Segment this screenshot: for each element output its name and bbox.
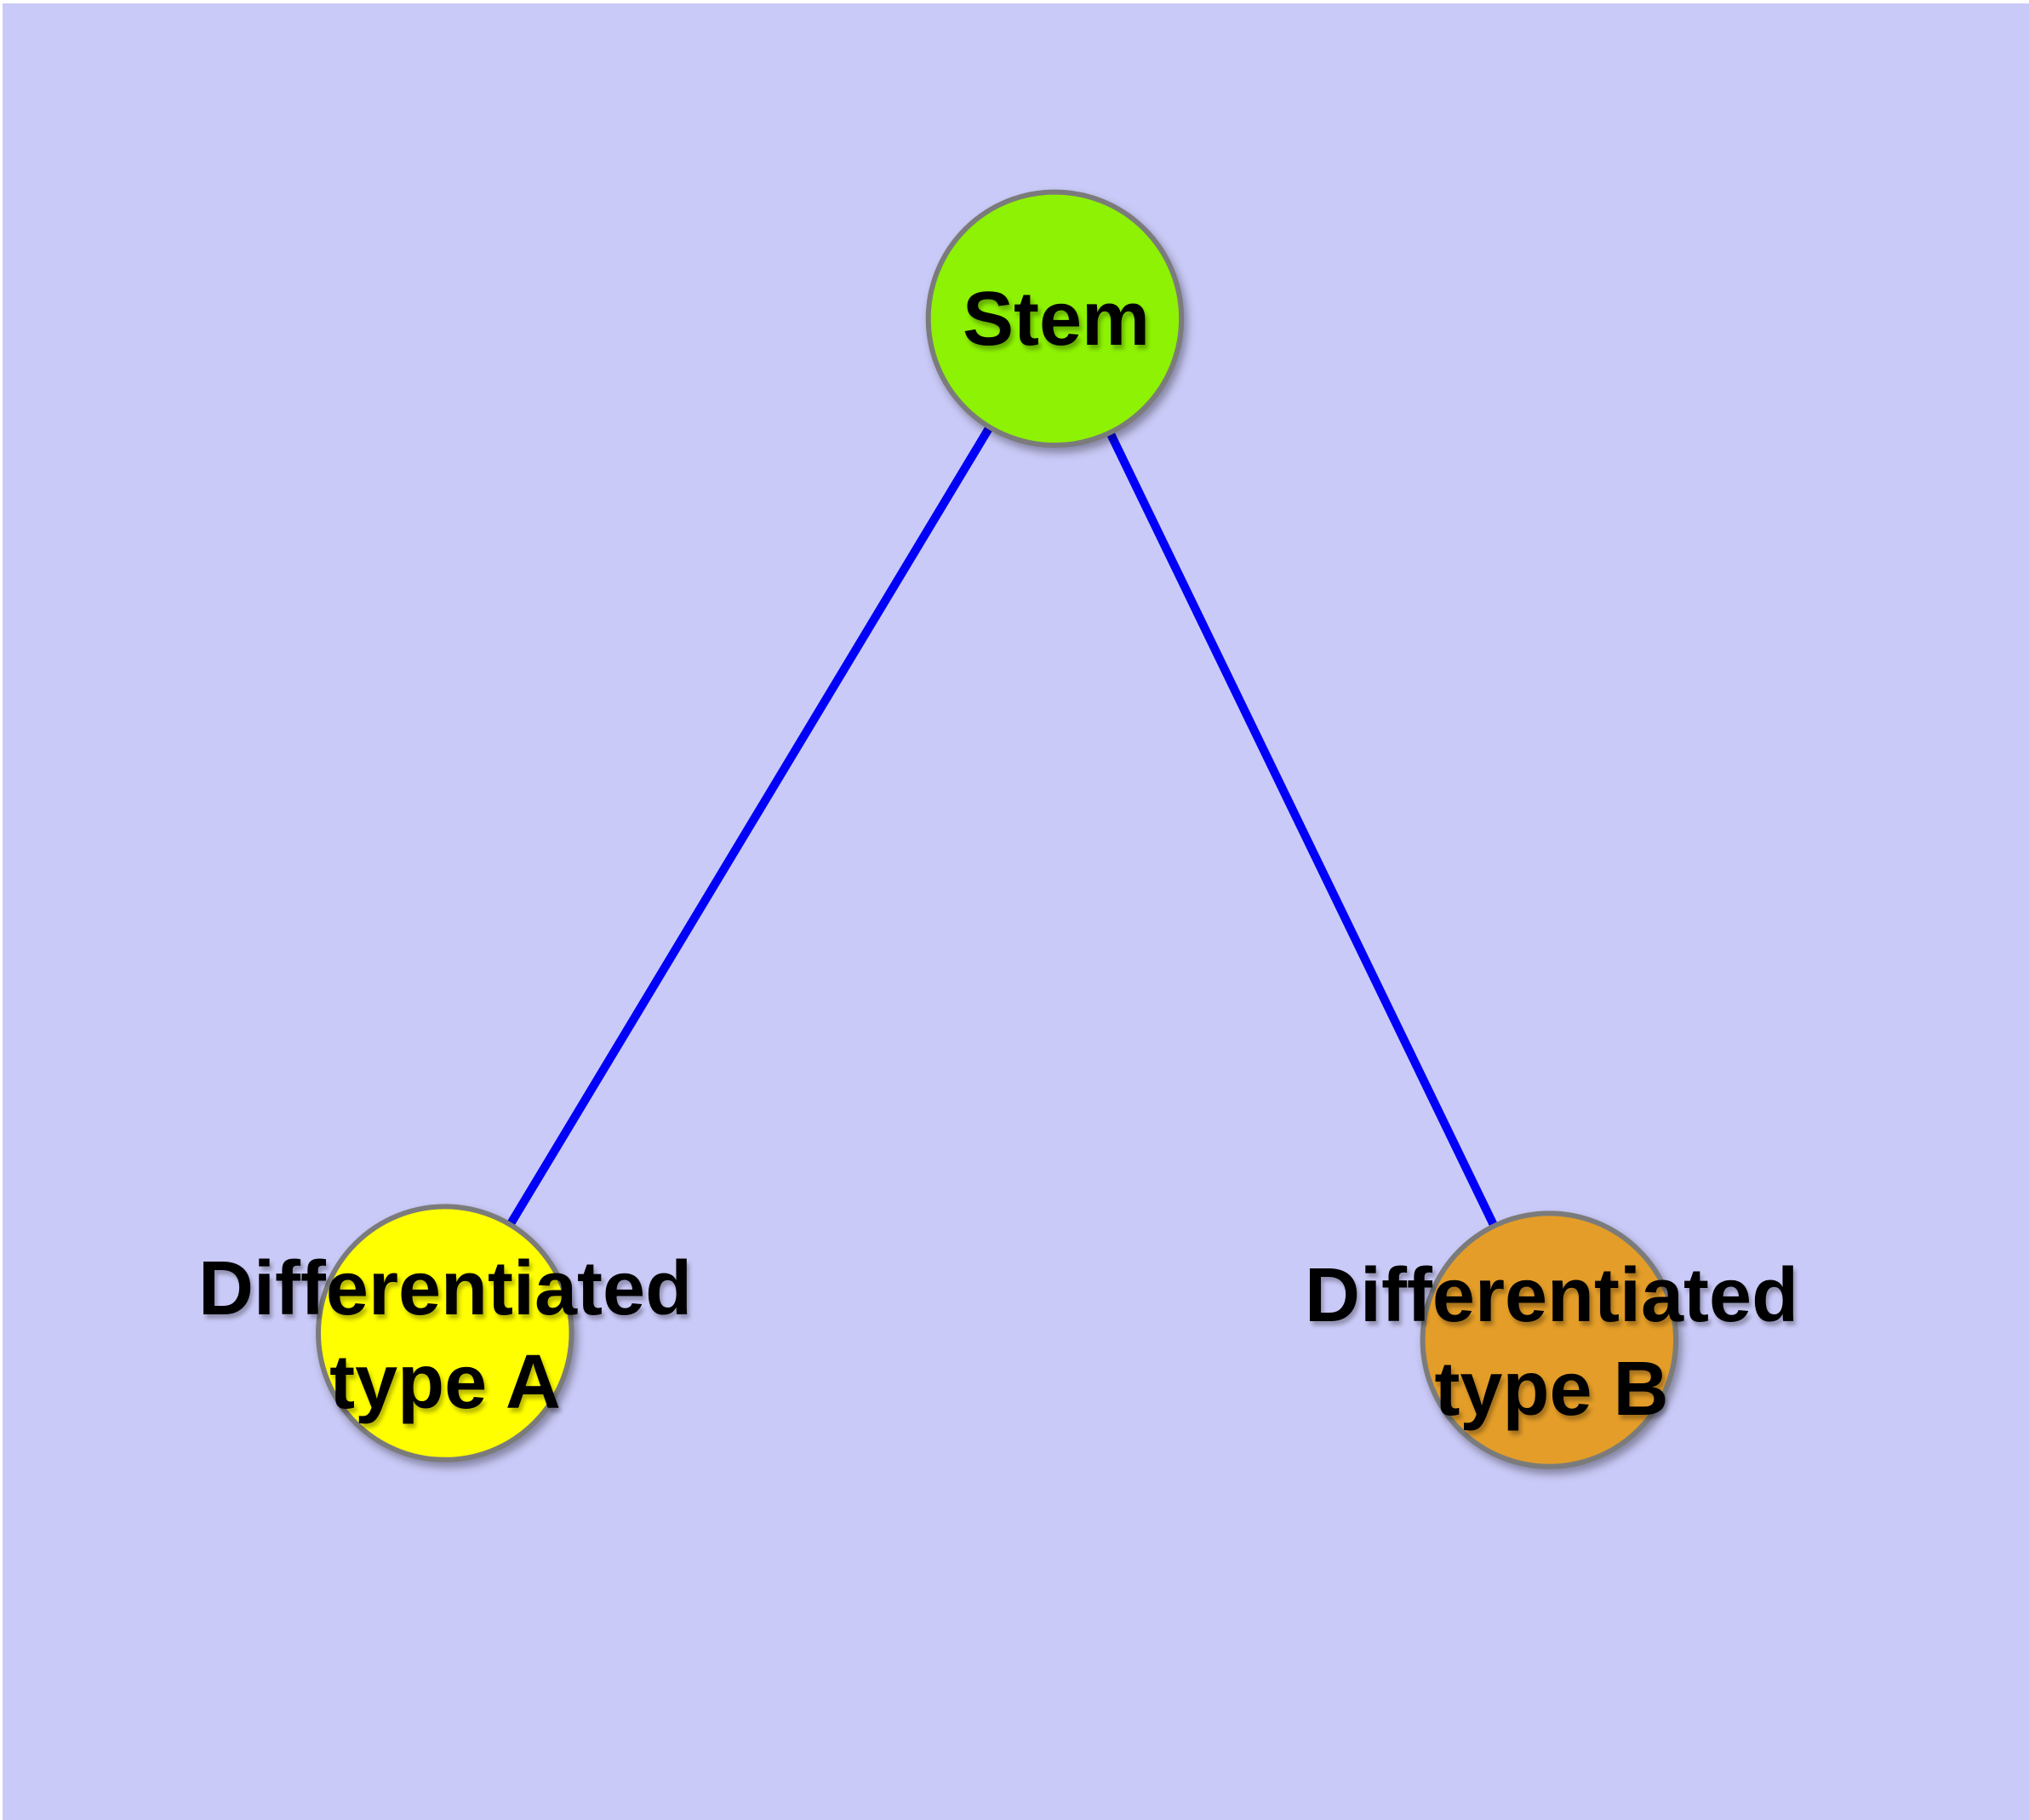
node-circle-diff-b[interactable]	[1420, 1210, 1679, 1469]
nodes-layer	[316, 189, 1679, 1469]
node-circle-stem[interactable]	[925, 189, 1185, 449]
edge-stem-diff-a	[441, 316, 1059, 1336]
graph-svg	[316, 189, 1679, 1469]
node-circle-diff-a[interactable]	[316, 1204, 574, 1462]
edges-layer	[441, 316, 1553, 1342]
edge-stem-diff-b	[1050, 317, 1553, 1342]
